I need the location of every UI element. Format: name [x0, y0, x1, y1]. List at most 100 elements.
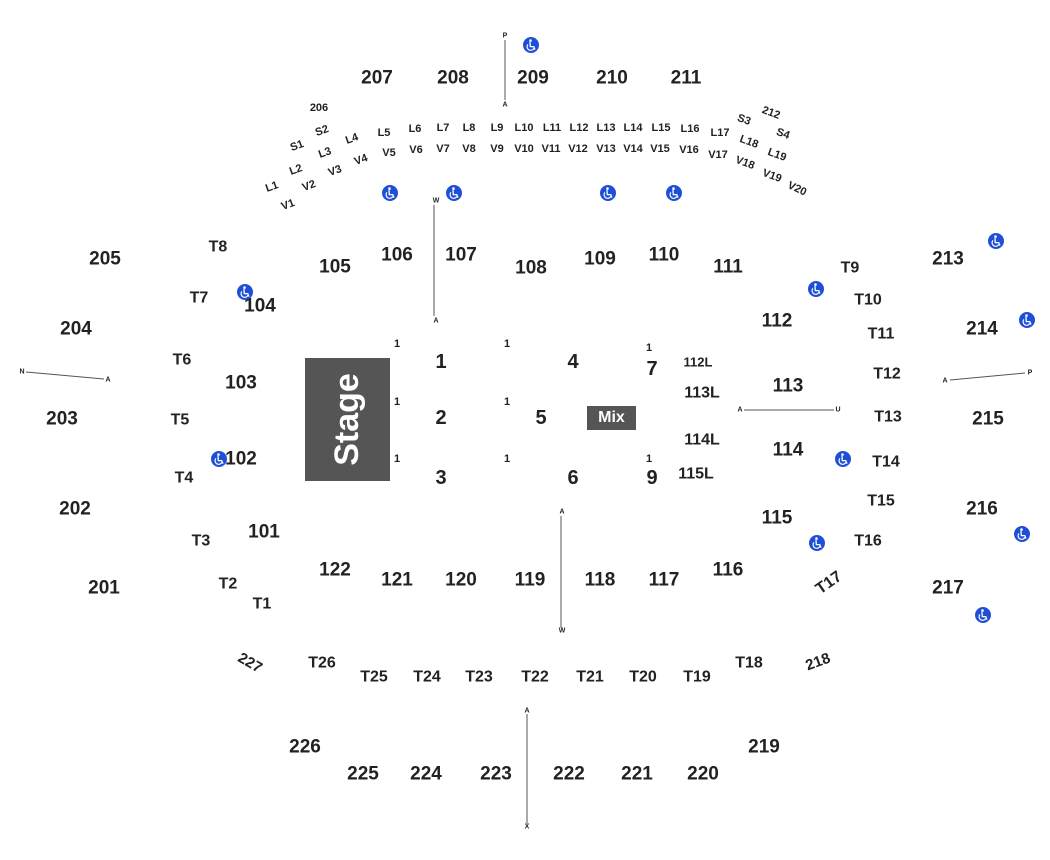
stage-label: Stage — [328, 373, 366, 466]
wheelchair-icon — [211, 451, 227, 467]
wheelchair-icon — [808, 281, 824, 297]
suite-S1: S1 — [289, 138, 306, 154]
section-111: 111 — [713, 257, 743, 278]
section-115: 115 — [762, 508, 793, 529]
floor-section-7: 7 — [646, 358, 657, 380]
loge-box-L13: L13 — [597, 122, 616, 134]
section-217: 217 — [932, 578, 964, 599]
loge-box-L15: L15 — [652, 122, 671, 134]
section-104: 104 — [244, 296, 276, 317]
wheelchair-icon — [382, 185, 398, 201]
table-T21: T21 — [576, 669, 604, 686]
suite-S2: S2 — [314, 123, 331, 139]
section-102: 102 — [225, 449, 257, 470]
row-one-marker-7: 1 — [646, 342, 652, 354]
table-T11: T11 — [868, 326, 895, 343]
section-202: 202 — [59, 499, 91, 520]
section-110: 110 — [649, 245, 680, 266]
section-113: 113 — [773, 376, 804, 397]
vip-box-V16: V16 — [679, 144, 699, 156]
table-T23: T23 — [465, 669, 493, 686]
section-122: 122 — [319, 560, 351, 581]
vip-box-V4: V4 — [353, 152, 371, 168]
vip-box-V14: V14 — [623, 143, 643, 155]
section-209: 209 — [517, 68, 549, 89]
row-marker-3: W — [433, 198, 440, 205]
vip-box-V9: V9 — [490, 143, 503, 155]
table-T16: T16 — [854, 533, 882, 550]
wheelchair-icon — [523, 37, 539, 53]
section-213: 213 — [932, 249, 964, 270]
section-114: 114 — [773, 440, 804, 461]
floor-section-3: 3 — [435, 467, 446, 489]
floor-section-112L: 112L — [684, 355, 713, 370]
table-T9: T9 — [841, 260, 860, 277]
loge-box-L1: L1 — [264, 179, 280, 195]
section-120: 120 — [445, 570, 477, 591]
section-227: 227 — [235, 649, 265, 676]
table-T19: T19 — [683, 669, 711, 686]
table-T24: T24 — [413, 669, 441, 686]
row-marker-5: N — [19, 369, 24, 376]
floor-section-114L: 114L — [684, 432, 720, 449]
vip-box-V6: V6 — [409, 144, 422, 156]
section-labels: 12345679112L113L114L115L1111111110110210… — [19, 33, 1032, 831]
wheelchair-icon — [975, 607, 991, 623]
row-one-marker-8: 1 — [646, 453, 652, 465]
loge-box-L9: L9 — [491, 122, 504, 134]
section-226: 226 — [289, 737, 321, 758]
section-220: 220 — [687, 764, 719, 785]
section-105: 105 — [319, 257, 351, 278]
row-marker-7: A — [942, 378, 947, 385]
table-T12: T12 — [873, 366, 901, 383]
section-103: 103 — [225, 373, 257, 394]
row-marker-10: U — [835, 407, 840, 414]
section-216: 216 — [966, 499, 998, 520]
table-T20: T20 — [629, 669, 657, 686]
row-marker-14: X — [525, 824, 530, 831]
row-line-215 — [949, 372, 1026, 381]
row-marker-9: A — [737, 407, 742, 414]
loge-box-L5: L5 — [378, 127, 391, 139]
vip-box-V19: V19 — [761, 167, 784, 185]
section-101: 101 — [248, 522, 280, 543]
loge-box-L2: L2 — [288, 162, 304, 178]
section-225: 225 — [347, 764, 379, 785]
row-marker-8: P — [1028, 370, 1033, 377]
section-223: 223 — [480, 764, 512, 785]
table-T8: T8 — [209, 239, 228, 256]
wheelchair-icon — [809, 535, 825, 551]
loge-box-L14: L14 — [624, 122, 644, 134]
floor-section-6: 6 — [567, 467, 578, 489]
table-T7: T7 — [190, 290, 209, 307]
vip-box-V1: V1 — [280, 197, 297, 213]
row-one-marker-4: 1 — [504, 338, 510, 350]
wheelchair-icon — [237, 284, 253, 300]
loge-box-L7: L7 — [437, 122, 450, 134]
floor-section-5: 5 — [535, 407, 546, 429]
floor-section-4: 4 — [567, 351, 579, 373]
mix-position: Mix — [587, 406, 636, 430]
section-205: 205 — [89, 249, 121, 270]
wheelchair-icon — [666, 185, 682, 201]
row-range-lines — [25, 40, 1026, 824]
row-one-marker-3: 1 — [394, 453, 400, 465]
vip-box-V17: V17 — [708, 149, 728, 161]
wheelchair-icon — [988, 233, 1004, 249]
floor-section-115L: 115L — [678, 466, 714, 483]
table-T25: T25 — [360, 669, 388, 686]
row-one-marker-6: 1 — [504, 453, 510, 465]
table-T6: T6 — [173, 352, 192, 369]
section-218: 218 — [803, 650, 832, 675]
vip-box-V8: V8 — [462, 143, 475, 155]
loge-box-L4: L4 — [344, 131, 361, 147]
table-T22: T22 — [521, 669, 549, 686]
row-marker-4: A — [433, 318, 438, 325]
loge-box-L11: L11 — [543, 122, 561, 134]
suite-S4: S4 — [775, 126, 793, 142]
wheelchair-icon — [1014, 526, 1030, 542]
vip-box-V10: V10 — [514, 143, 534, 155]
section-116: 116 — [713, 560, 744, 581]
floor-section-113L: 113L — [684, 385, 720, 402]
